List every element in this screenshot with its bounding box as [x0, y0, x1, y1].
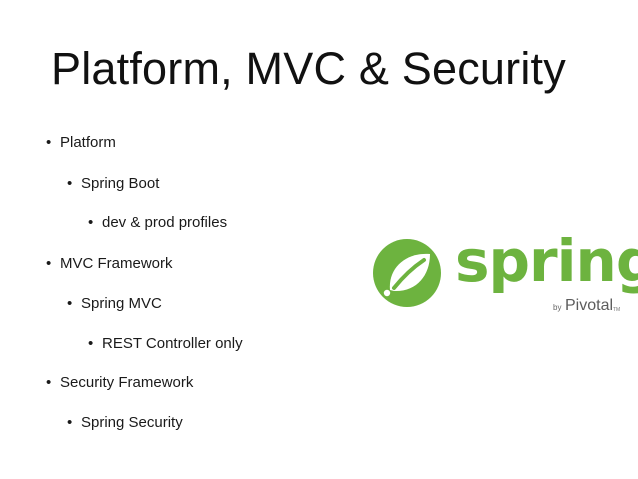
- bullet-dot: •: [67, 295, 73, 312]
- slide-title: Platform, MVC & Security: [51, 43, 566, 94]
- bullet-text: dev & prod profiles: [102, 214, 228, 231]
- trademark-mark: TM: [613, 307, 621, 313]
- spring-wordmark: spring: [455, 227, 638, 295]
- bullet-text: Security Framework: [60, 374, 194, 391]
- bullet-item: • dev & prod profiles: [88, 214, 227, 232]
- bullet-text: MVC Framework: [60, 255, 173, 272]
- bullet-text: REST Controller only: [102, 335, 243, 352]
- bullet-item: • MVC Framework: [46, 255, 173, 273]
- bullet-text: Spring MVC: [81, 295, 162, 312]
- bullet-dot: •: [46, 374, 52, 391]
- bullet-text: Platform: [60, 134, 116, 151]
- bullet-dot: •: [46, 255, 52, 272]
- bullet-item: • Spring MVC: [67, 295, 162, 313]
- bullet-item: • REST Controller only: [88, 335, 243, 353]
- bullet-item: • Spring Security: [67, 414, 183, 432]
- bullet-dot: •: [88, 214, 94, 231]
- logo-by-text: by: [553, 303, 562, 312]
- spring-leaf-icon: [373, 239, 441, 307]
- bullet-dot: •: [46, 134, 52, 151]
- bullet-dot: •: [67, 414, 73, 431]
- bullet-text: Spring Boot: [81, 175, 160, 192]
- bullet-dot: •: [67, 175, 73, 192]
- pivotal-wordmark: Pivotal: [565, 297, 614, 314]
- bullet-item: • Platform: [46, 134, 116, 152]
- bullet-text: Spring Security: [81, 414, 183, 431]
- bullet-item: • Spring Boot: [67, 175, 159, 193]
- bullet-dot: •: [88, 335, 94, 352]
- spring-logo: spring by Pivotal TM: [372, 232, 638, 328]
- bullet-item: • Security Framework: [46, 374, 193, 392]
